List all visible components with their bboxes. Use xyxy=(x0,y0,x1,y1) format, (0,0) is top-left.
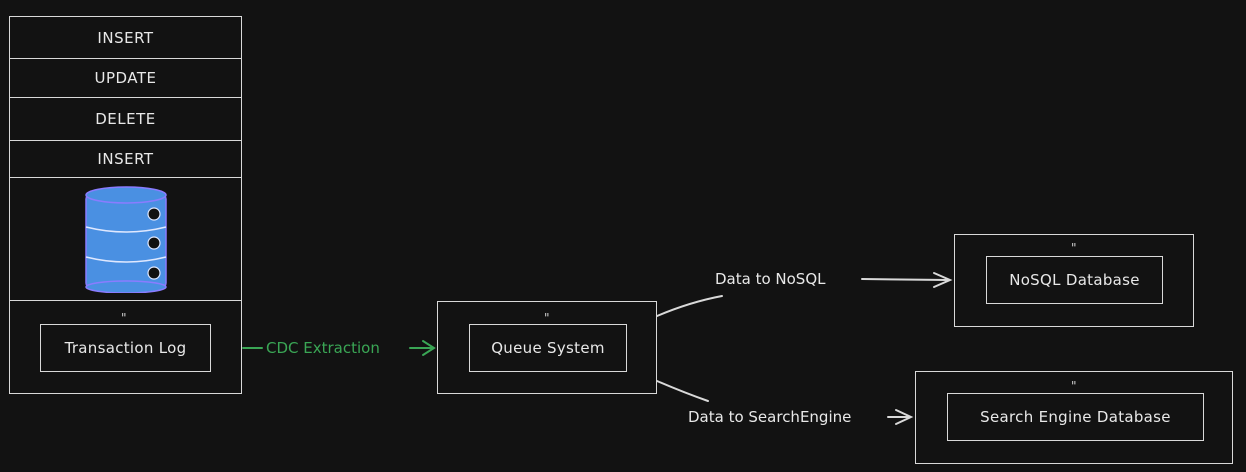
operation-label: DELETE xyxy=(95,110,156,128)
transaction-log-marker: " xyxy=(121,311,127,325)
database-icon xyxy=(84,186,167,293)
operation-label: INSERT xyxy=(97,150,154,168)
operation-label: UPDATE xyxy=(94,69,157,87)
transaction-log-container xyxy=(9,300,242,394)
nosql-marker: " xyxy=(1071,241,1077,255)
nosql-container xyxy=(954,234,1194,327)
search-node: Search Engine Database xyxy=(947,393,1204,441)
queue-node: Queue System xyxy=(469,324,627,372)
operation-label: INSERT xyxy=(97,28,154,47)
queue-marker: " xyxy=(544,311,550,325)
edge-label-nosql: Data to NoSQL xyxy=(715,270,826,288)
edge-label-search: Data to SearchEngine xyxy=(688,408,852,426)
search-marker: " xyxy=(1071,379,1077,393)
transaction-log-label: Transaction Log xyxy=(64,339,187,357)
nosql-label: NoSQL Database xyxy=(1009,271,1140,289)
search-arrow xyxy=(656,380,914,425)
nosql-arrow xyxy=(656,272,953,317)
transaction-log-node: Transaction Log xyxy=(40,324,211,372)
search-container xyxy=(915,371,1233,464)
cdc-arrow xyxy=(242,340,436,356)
search-label: Search Engine Database xyxy=(980,408,1171,426)
cdc-extraction-label: CDC Extraction xyxy=(266,339,380,357)
queue-label: Queue System xyxy=(491,339,605,357)
queue-container xyxy=(437,301,657,394)
nosql-node: NoSQL Database xyxy=(986,256,1163,304)
